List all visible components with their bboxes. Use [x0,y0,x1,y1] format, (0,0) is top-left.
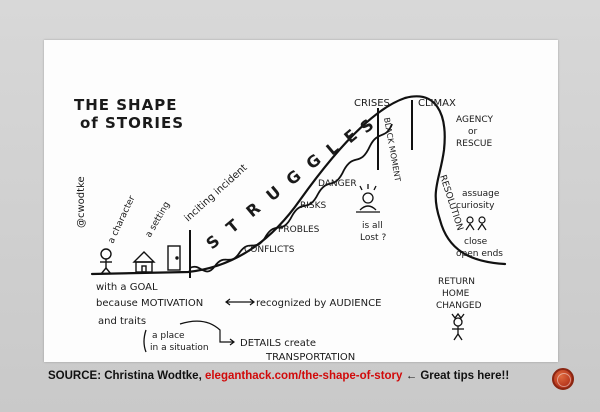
because-label: because MOTIVATION [96,298,203,309]
place-line-1: a place [152,331,185,341]
story-curve [90,95,507,276]
all-lost-line-2: Lost ? [360,233,386,243]
problems-label: PROBLES [278,225,320,235]
place-line-2: in a situation [150,343,209,353]
arrow-icon [225,298,255,306]
circle-button-icon[interactable] [552,368,574,390]
close-line-1: close [464,237,488,247]
agency-line-2: or [468,127,478,137]
assuage-line-2: curiosity [456,201,495,211]
source-caption: SOURCE: Christina Wodtke, eleganthack.co… [48,370,509,382]
struggles-letter: S [202,231,223,253]
connector-icon [179,320,235,346]
struggles-letter: G [282,166,304,189]
return-line-2: HOME [442,289,470,299]
risks-label: RISKS [300,201,327,211]
conflicts-label: CONFLICTS [244,245,295,255]
title-line-1: THE SHAPE [74,96,177,114]
character-figure-icon [100,248,112,275]
return-line-1: RETURN [438,277,475,287]
setting-label: a setting [144,200,172,239]
house-icon [132,251,156,273]
inciting-label: inciting incident [183,162,250,224]
place-bracket [143,329,147,353]
details-line-1: DETAILS create [240,338,316,349]
close-line-2: open ends [456,249,503,259]
climax-label: CLIMAX [418,98,456,109]
return-line-3: CHANGED [436,301,482,311]
title-line-2: of STORIES [80,114,184,132]
goal-label: with a GOAL [96,282,158,293]
assuage-line-1: assuage [462,189,500,199]
struggles-letter: U [262,182,284,205]
character-label: a character [107,194,138,245]
source-link[interactable]: eleganthack.com/the-shape-of-story [204,370,403,382]
danger-label: DANGER [318,179,357,189]
sad-figure-icon [356,184,380,213]
recognized-label: recognized by AUDIENCE [256,298,381,309]
door-icon [167,245,181,271]
details-line-2: TRANSPORTATION [265,352,355,363]
struggles-letter: G [302,150,324,173]
figures-icon [465,216,487,231]
agency-line-3: RESCUE [456,139,493,149]
struggles-letter: T [222,215,243,237]
sketch-paper [44,40,558,362]
crowned-figure-icon [451,312,465,341]
struggles-letter: R [242,199,264,221]
black-moment-label: BLACK MOMENT [382,117,402,183]
caption-suffix: ← Great tips here!! [402,370,510,382]
struggles-wave [189,123,393,273]
traits-label: and traits [98,316,146,327]
all-lost-line-1: is all [362,221,383,231]
crises-label: CRISES [354,98,390,109]
caption-prefix: SOURCE: Christina Wodtke, [48,370,205,382]
agency-line-1: AGENCY [456,115,494,125]
struggles-letter: S [356,115,377,137]
author-tag: @cwodtke [76,176,87,228]
